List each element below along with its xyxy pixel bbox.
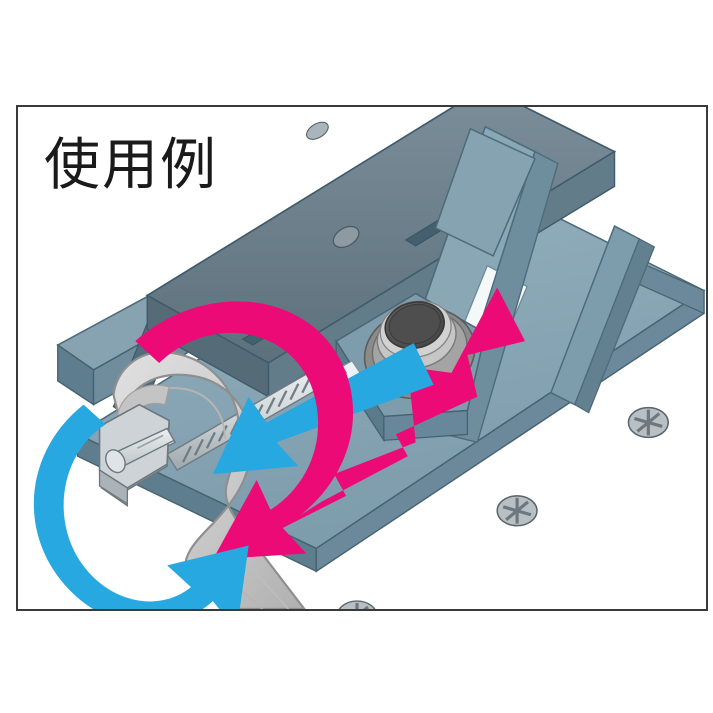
usage-example-illustration	[33, 107, 706, 609]
arrow-screw-rotation	[135, 301, 354, 560]
cross-head-screw	[338, 600, 376, 609]
figure-frame	[16, 105, 708, 611]
page-title: 使用例	[44, 133, 218, 198]
cross-head-screw	[627, 406, 669, 439]
rail-bolt-boss	[306, 121, 360, 249]
arrow-bearing-slide	[271, 287, 526, 534]
hex-bolt-head-overlay	[98, 403, 176, 506]
rear-top-rail	[434, 127, 536, 257]
cross-head-screw	[496, 495, 538, 527]
arrow-wrench-rotation	[33, 404, 249, 609]
